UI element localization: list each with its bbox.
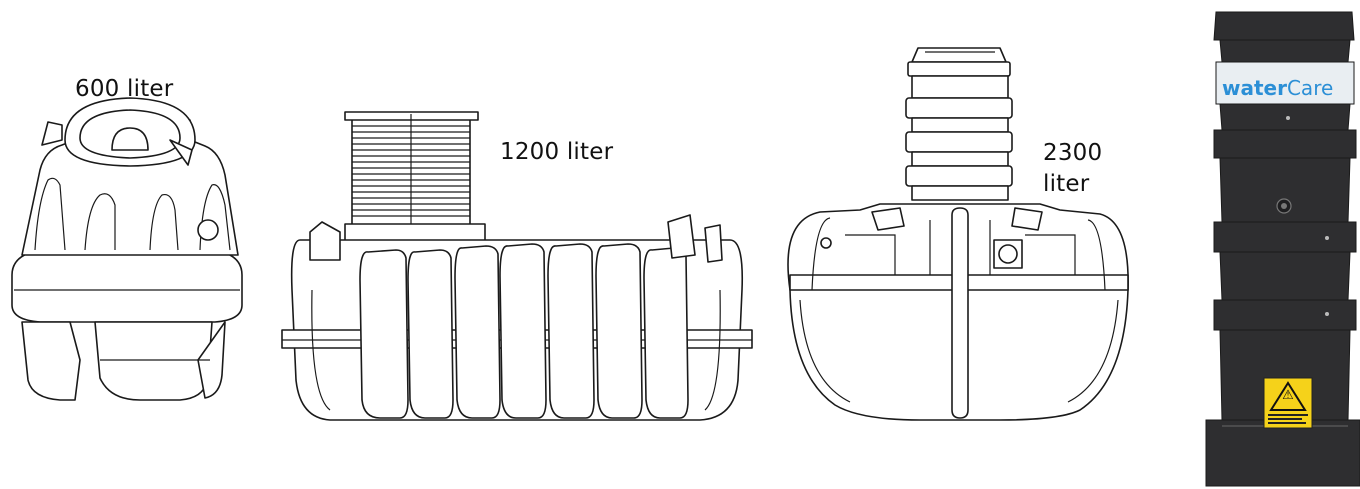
tank-600-drawing [11, 97, 243, 401]
warning-icon: ⚠ [1282, 388, 1294, 403]
watercare-logo-prefix: water [1222, 76, 1287, 100]
tank-2300-drawing [787, 47, 1129, 421]
tank-2300-label: 2300 liter [1043, 140, 1103, 197]
tank-1200-drawing [281, 111, 753, 421]
watercare-tank [1205, 11, 1360, 487]
tank-1200-label: 1200 liter [500, 139, 614, 165]
watercare-logo: waterCare [1222, 76, 1354, 100]
watercare-logo-suffix: Care [1286, 76, 1334, 100]
tank-600-label: 600 liter [75, 76, 174, 102]
